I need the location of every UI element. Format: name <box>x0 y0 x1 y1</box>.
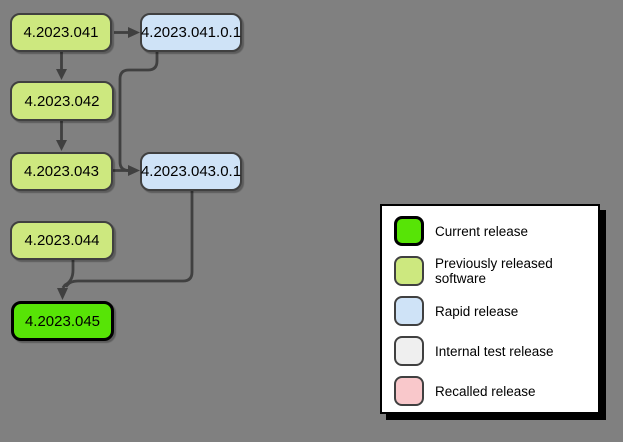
arrowhead-045 <box>57 288 68 300</box>
legend-label: Recalled release <box>435 383 536 399</box>
legend-swatch-previously-released <box>394 256 424 286</box>
arrowhead-04301 <box>128 165 140 176</box>
legend-item-current-release: Current release <box>394 216 598 246</box>
node-label: 4.2023.042 <box>24 92 100 110</box>
node-4-2023-045: 4.2023.045 <box>11 301 114 341</box>
node-label: 4.2023.041 <box>23 24 99 41</box>
legend-box: Current release Previously released soft… <box>380 204 600 414</box>
legend-swatch-recalled-release <box>394 376 424 406</box>
node-label: 4.2023.044 <box>24 232 100 249</box>
node-4-2023-041-0-1: 4.2023.041.0.1 <box>140 13 242 52</box>
legend-swatch-current-release <box>394 216 424 246</box>
legend-label: Rapid release <box>435 303 519 319</box>
node-label: 4.2023.043.0.1 <box>140 163 242 180</box>
node-4-2023-043: 4.2023.043 <box>10 152 113 191</box>
edge-04301-to-045 <box>64 190 194 288</box>
node-label: 4.2023.041.0.1 <box>140 24 242 41</box>
node-4-2023-043-0-1: 4.2023.043.0.1 <box>140 152 242 191</box>
legend-item-rapid-release: Rapid release <box>394 296 598 326</box>
node-label: 4.2023.045 <box>24 312 101 330</box>
legend-item-recalled-release: Recalled release <box>394 376 598 406</box>
legend-label: Current release <box>435 223 529 239</box>
edge-044-to-045 <box>61 258 75 289</box>
node-4-2023-044: 4.2023.044 <box>10 221 114 260</box>
legend-label: Previously released software <box>435 256 553 286</box>
legend-label: Internal test release <box>435 343 554 359</box>
arrowhead-042 <box>56 69 67 80</box>
node-label: 4.2023.043 <box>23 163 100 180</box>
arrowhead-043 <box>56 140 67 151</box>
edge-04101-to-04301 <box>118 50 159 172</box>
legend-item-previously-released: Previously released software <box>394 256 598 286</box>
legend-item-internal-test-release: Internal test release <box>394 336 598 366</box>
legend-swatch-internal-test-release <box>394 336 424 366</box>
arrowhead-04101 <box>128 27 140 38</box>
legend-swatch-rapid-release <box>394 296 424 326</box>
node-4-2023-041: 4.2023.041 <box>10 13 112 52</box>
node-4-2023-042: 4.2023.042 <box>10 81 114 121</box>
